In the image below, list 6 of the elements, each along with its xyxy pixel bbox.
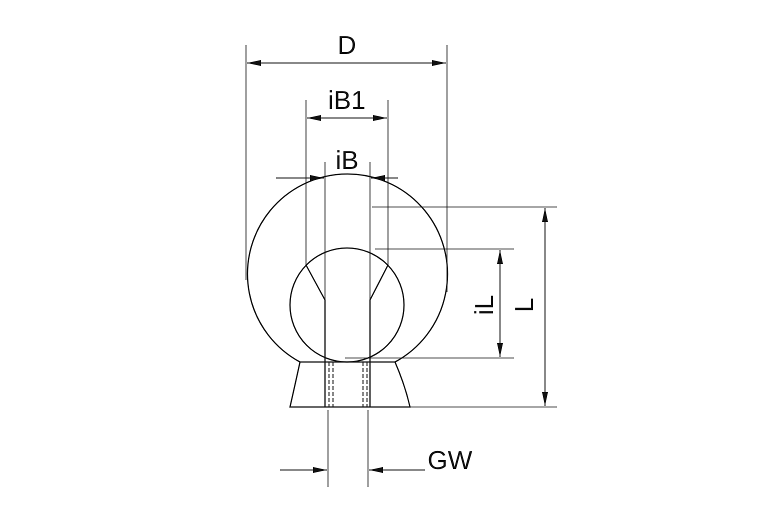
dimension-label: D (338, 32, 356, 58)
dimension-label: iL (471, 294, 498, 316)
dimension-label: GW (428, 447, 472, 473)
dimension-label: iB (336, 147, 359, 173)
dimension-label: L (511, 298, 538, 312)
dimension-label: iB1 (328, 87, 366, 113)
